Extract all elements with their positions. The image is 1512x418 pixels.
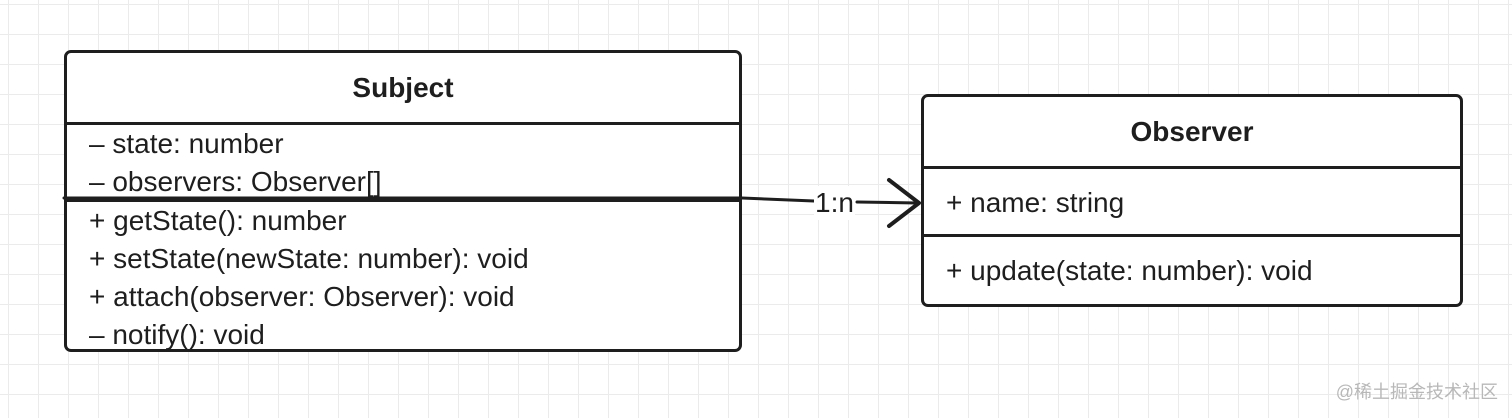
observer-methods: + update(state: number): void <box>924 237 1460 305</box>
multiplicity-label: 1:n <box>814 186 855 220</box>
open-arrowhead-icon <box>887 178 921 228</box>
subject-method: + getState(): number <box>89 205 347 236</box>
observer-class-name: Observer <box>924 97 1460 169</box>
subject-method: + attach(observer: Observer): void <box>89 281 515 312</box>
subject-attribute: – state: number <box>89 128 284 159</box>
observer-attribute: + name: string <box>946 187 1125 218</box>
subject-methods: + getState(): number + setState(newState… <box>67 202 739 354</box>
subject-class[interactable]: Subject – state: number – observers: Obs… <box>64 50 742 352</box>
subject-method: – notify(): void <box>89 319 265 350</box>
observer-attributes: + name: string <box>924 169 1460 237</box>
watermark: @稀土掘金技术社区 <box>1335 382 1498 402</box>
association-line-end <box>855 200 919 205</box>
subject-attributes: – state: number – observers: Observer[] <box>67 125 739 202</box>
subject-attribute: – observers: Observer[] <box>89 166 382 197</box>
subject-class-name: Subject <box>67 53 739 125</box>
subject-method: + setState(newState: number): void <box>89 243 529 274</box>
observer-method: + update(state: number): void <box>946 255 1313 286</box>
observer-class[interactable]: Observer + name: string + update(state: … <box>921 94 1463 307</box>
